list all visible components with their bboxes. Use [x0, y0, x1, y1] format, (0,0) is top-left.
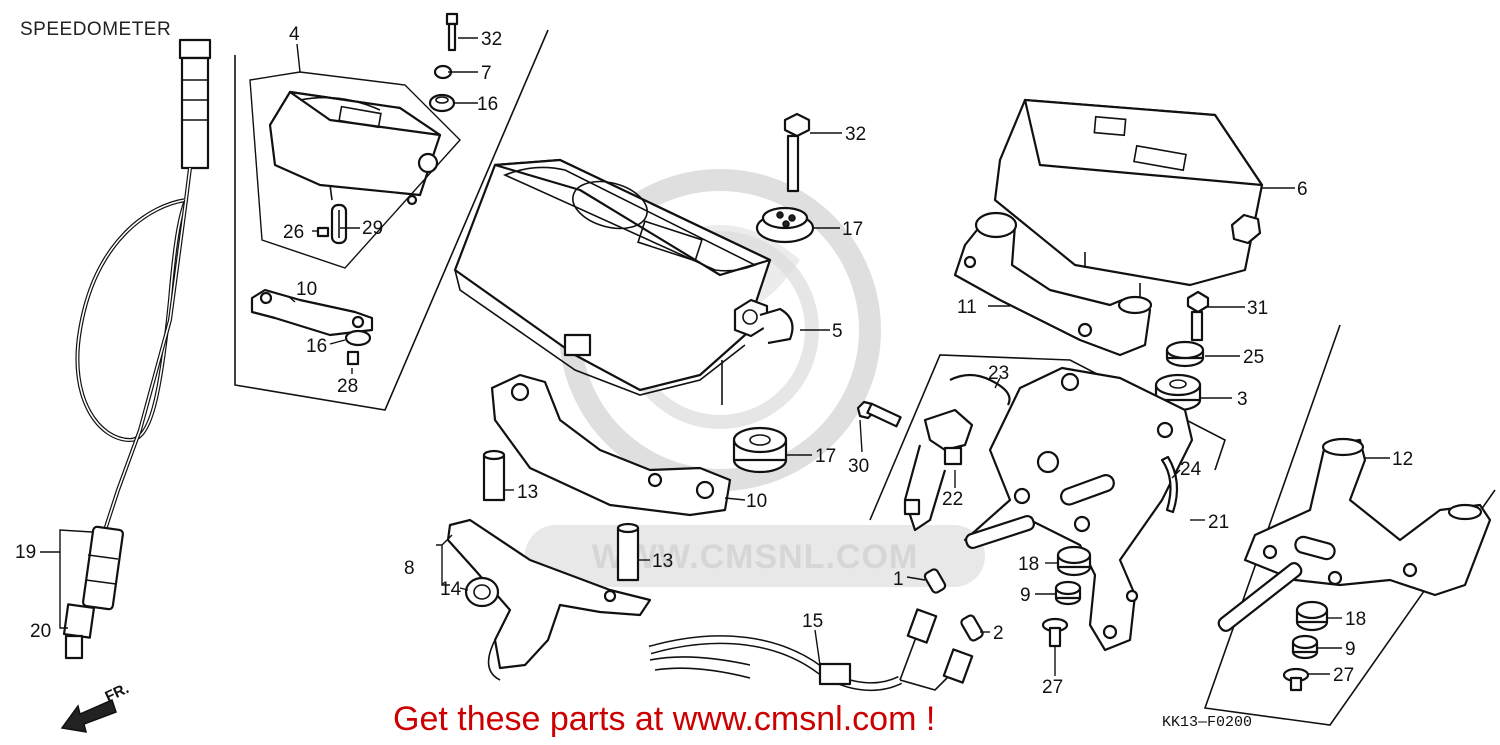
diagram-title: SPEEDOMETER: [20, 19, 171, 40]
nut-18-center: [1056, 545, 1092, 577]
speedometer-cable: [62, 38, 212, 660]
upper-bracket-small-10: [250, 288, 374, 337]
collar-25: [1165, 340, 1205, 368]
callout-17-lower: 17: [815, 446, 836, 467]
stay-12: [1217, 437, 1492, 632]
callout-19: 19: [15, 542, 36, 563]
speedometer-assembly-right: [993, 98, 1264, 298]
grommet-17-lower: [732, 426, 788, 474]
callout-21: 21: [1208, 512, 1229, 533]
callout-13-left: 13: [517, 482, 538, 503]
nut-18-right: [1295, 600, 1329, 632]
bulb-26: [316, 226, 330, 238]
collar-9-right: [1291, 634, 1319, 660]
group-4-outline: [249, 71, 461, 269]
callout-31: 31: [1247, 298, 1268, 319]
callout-9-center: 9: [1020, 585, 1031, 606]
callout-16-lower: 16: [306, 336, 327, 357]
diagram-code: KK13—F0200: [1162, 714, 1252, 731]
speedometer-assembly-small: [268, 90, 442, 206]
callout-7: 7: [481, 63, 492, 84]
right-group-frame: [1203, 324, 1496, 726]
callout-10-main: 10: [746, 491, 767, 512]
direction-label: FR.: [103, 680, 132, 706]
callout-13-center: 13: [652, 551, 673, 572]
collar-13-left: [482, 449, 506, 502]
callout-3: 3: [1237, 389, 1248, 410]
promo-link[interactable]: Get these parts at www.cmsnl.com !: [393, 700, 935, 738]
bolt-27-right: [1282, 667, 1310, 692]
bolt-30: [856, 400, 902, 428]
front-direction-arrow: FR.: [60, 680, 132, 733]
wire-harness-15: [648, 608, 974, 692]
callout-6: 6: [1297, 179, 1308, 200]
clamp-22: [903, 408, 974, 532]
collar-9-center: [1054, 580, 1082, 606]
callout-17-upper: 17: [842, 219, 863, 240]
callout-27-center: 27: [1042, 677, 1063, 698]
callout-20: 20: [30, 621, 51, 642]
collar-13-center: [616, 522, 640, 582]
grommet-17-upper: [755, 206, 815, 244]
watermark-text: WWW.CMSNL.COM: [592, 538, 919, 576]
callout-24: 24: [1180, 459, 1202, 480]
callout-26: 26: [283, 222, 304, 243]
lower-bracket-main-10: [490, 373, 732, 517]
callout-23: 23: [988, 363, 1009, 384]
bulb-socket-29: [330, 203, 348, 245]
callout-25: 25: [1243, 347, 1264, 368]
bolt-32-center: [783, 112, 811, 193]
bracket-group-frame: [869, 354, 1226, 521]
callout-29: 29: [362, 218, 383, 239]
callout-4: 4: [289, 24, 300, 45]
callout-32-center: 32: [845, 124, 866, 145]
callout-12: 12: [1392, 449, 1413, 470]
callout-8: 8: [404, 558, 415, 579]
left-group-frame: [234, 29, 549, 411]
callout-15: 15: [802, 611, 823, 632]
stay-21: [963, 366, 1194, 652]
callout-14: 14: [440, 579, 462, 600]
speedometer-main: [453, 158, 794, 405]
grommet-14: [464, 576, 500, 608]
callout-22: 22: [942, 489, 963, 510]
small-grommets-left: [344, 12, 459, 366]
terminals-1-2: [923, 568, 984, 642]
callout-30: 30: [848, 456, 869, 477]
callout-11: 11: [957, 297, 977, 318]
callout-5: 5: [832, 321, 843, 342]
callout-18-center: 18: [1018, 554, 1039, 575]
bolt-31: [1186, 290, 1210, 342]
bracket-11: [953, 211, 1153, 357]
wire-band-24: [1160, 455, 1179, 514]
callout-32: 32: [481, 29, 502, 50]
callout-16: 16: [477, 94, 498, 115]
callout-labels: 4 32 7 16 26 29 10 16 28 32 17 5 17 30 1…: [15, 24, 1413, 698]
callout-2: 2: [993, 623, 1004, 644]
callout-28: 28: [337, 376, 358, 397]
callout-10-small: 10: [296, 279, 317, 300]
callout-18-right: 18: [1345, 609, 1366, 630]
callout-1: 1: [893, 569, 904, 590]
callout-27-right: 27: [1333, 665, 1354, 686]
bolt-27-center: [1041, 617, 1069, 648]
callout-9-right: 9: [1345, 639, 1356, 660]
wire-band-23: [949, 373, 1011, 406]
leader-lines: [40, 37, 1390, 676]
